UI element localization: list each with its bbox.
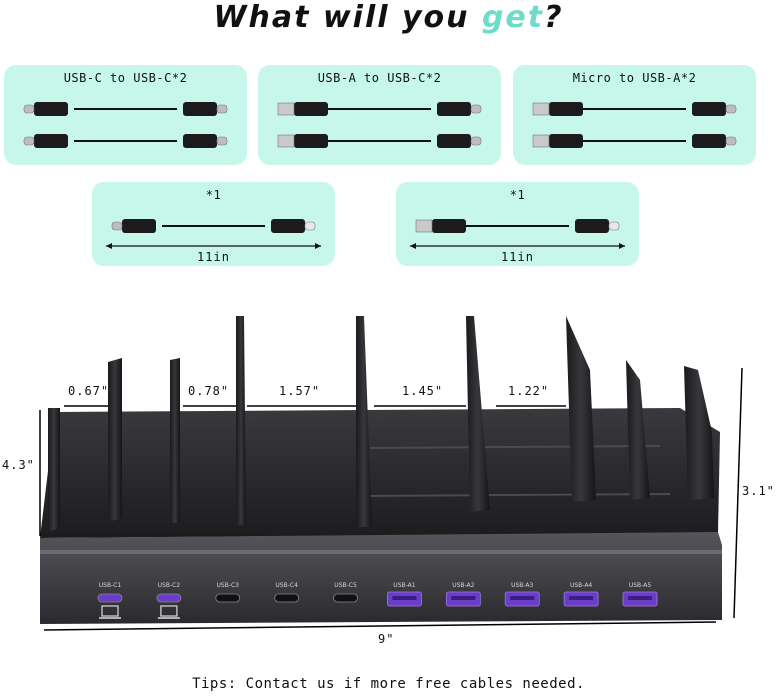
laptop-icon bbox=[157, 605, 180, 619]
port-usb-c4: USB-C4 bbox=[274, 582, 300, 603]
usb-c-connector bbox=[23, 134, 68, 148]
port-label: USB-A1 bbox=[393, 582, 415, 589]
usb-c-connector bbox=[111, 219, 156, 233]
port-usb-a2: USB-A2 bbox=[445, 582, 481, 607]
gap-label-4: 1.45" bbox=[402, 384, 444, 398]
laptop-icon bbox=[99, 605, 121, 619]
page-title: What will you get? bbox=[0, 0, 777, 40]
usb-c-connector bbox=[437, 102, 482, 116]
usb-a-connector bbox=[415, 219, 466, 233]
cable-card-label: USB-C to USB-C*2 bbox=[63, 71, 188, 85]
port-usb-c5: USB-C5 bbox=[333, 582, 358, 603]
usb-c-connector bbox=[437, 134, 482, 148]
height-label: 3.1" bbox=[742, 484, 775, 498]
usb-c-connector bbox=[183, 102, 228, 116]
title-prefix: What will you bbox=[213, 0, 482, 35]
usb-a-connector bbox=[532, 102, 583, 116]
cable-card-label: *1 bbox=[509, 188, 526, 202]
port-label: USB-C5 bbox=[334, 582, 357, 589]
micro-connector bbox=[692, 134, 737, 148]
port-usb-c2: USB-C2 bbox=[156, 582, 182, 619]
cable-length-label: 11in bbox=[197, 250, 230, 264]
cable-image bbox=[532, 102, 737, 148]
lightning-connector bbox=[575, 219, 620, 233]
port-label: USB-C3 bbox=[217, 582, 240, 589]
width-label: 9" bbox=[378, 632, 395, 646]
cable-card-usb-c-to-lightning: *1 11in bbox=[92, 182, 335, 266]
usb-c-connector bbox=[183, 134, 228, 148]
cable-card-usb-a-to-usb-c: USB-A to USB-C*2 bbox=[258, 65, 501, 165]
gap-label-2: 0.78" bbox=[188, 384, 230, 398]
usb-a-connector bbox=[277, 134, 328, 148]
gap-label-5: 1.22" bbox=[508, 384, 550, 398]
usb-a-connector bbox=[277, 102, 328, 116]
cable-card-usb-c-to-usb-c: USB-C to USB-C*2 bbox=[4, 65, 247, 165]
port-label: USB-C4 bbox=[275, 582, 298, 589]
cable-image bbox=[410, 219, 625, 249]
port-usb-c1: USB-C1 bbox=[97, 582, 123, 619]
cable-card-label: *1 bbox=[205, 188, 222, 202]
port-usb-a3: USB-A3 bbox=[504, 582, 540, 607]
cable-card-usb-a-to-lightning: *1 11in bbox=[396, 182, 639, 266]
cable-image bbox=[277, 102, 482, 148]
port-label: USB-A2 bbox=[452, 582, 474, 589]
depth-label: 4.3" bbox=[2, 458, 35, 472]
cable-card-label: USB-A to USB-C*2 bbox=[317, 71, 442, 85]
gap-label-3: 1.57" bbox=[279, 384, 321, 398]
port-label: USB-A4 bbox=[570, 582, 592, 589]
title-accent: get bbox=[481, 0, 545, 35]
cable-image bbox=[106, 219, 321, 249]
charging-station-image: USB-C1 USB-C2 USB-C3 USB-C4 USB-C5 USB-A1 USB-… bbox=[39, 316, 743, 631]
cable-image bbox=[23, 102, 228, 148]
port-usb-a1: USB-A1 bbox=[387, 582, 422, 607]
station-top-deck bbox=[40, 408, 720, 538]
dimension-lines bbox=[39, 367, 743, 631]
port-label: USB-A3 bbox=[511, 582, 533, 589]
usb-a-connector bbox=[532, 134, 583, 148]
port-label: USB-C2 bbox=[158, 582, 181, 589]
port-label: USB-C1 bbox=[99, 582, 122, 589]
port-row: USB-C1 USB-C2 USB-C3 USB-C4 USB-C5 USB-A1 USB-… bbox=[97, 582, 658, 619]
port-label: USB-A5 bbox=[629, 582, 651, 589]
cable-card-label: Micro to USB-A*2 bbox=[572, 71, 697, 85]
station-dividers bbox=[48, 316, 714, 532]
port-usb-a5: USB-A5 bbox=[622, 582, 658, 607]
gap-label-1: 0.67" bbox=[68, 384, 110, 398]
port-usb-c3: USB-C3 bbox=[215, 582, 241, 603]
micro-connector bbox=[692, 102, 737, 116]
cable-length-label: 11in bbox=[501, 250, 534, 264]
port-usb-a4: USB-A4 bbox=[563, 582, 599, 607]
usb-c-connector bbox=[23, 102, 68, 116]
title-suffix: ? bbox=[544, 0, 564, 35]
cable-card-usb-a-to-micro: Micro to USB-A*2 bbox=[513, 65, 756, 165]
station-front-face bbox=[40, 532, 722, 624]
lightning-connector bbox=[271, 219, 316, 233]
tips-text: Tips: Contact us if more free cables nee… bbox=[192, 676, 585, 692]
